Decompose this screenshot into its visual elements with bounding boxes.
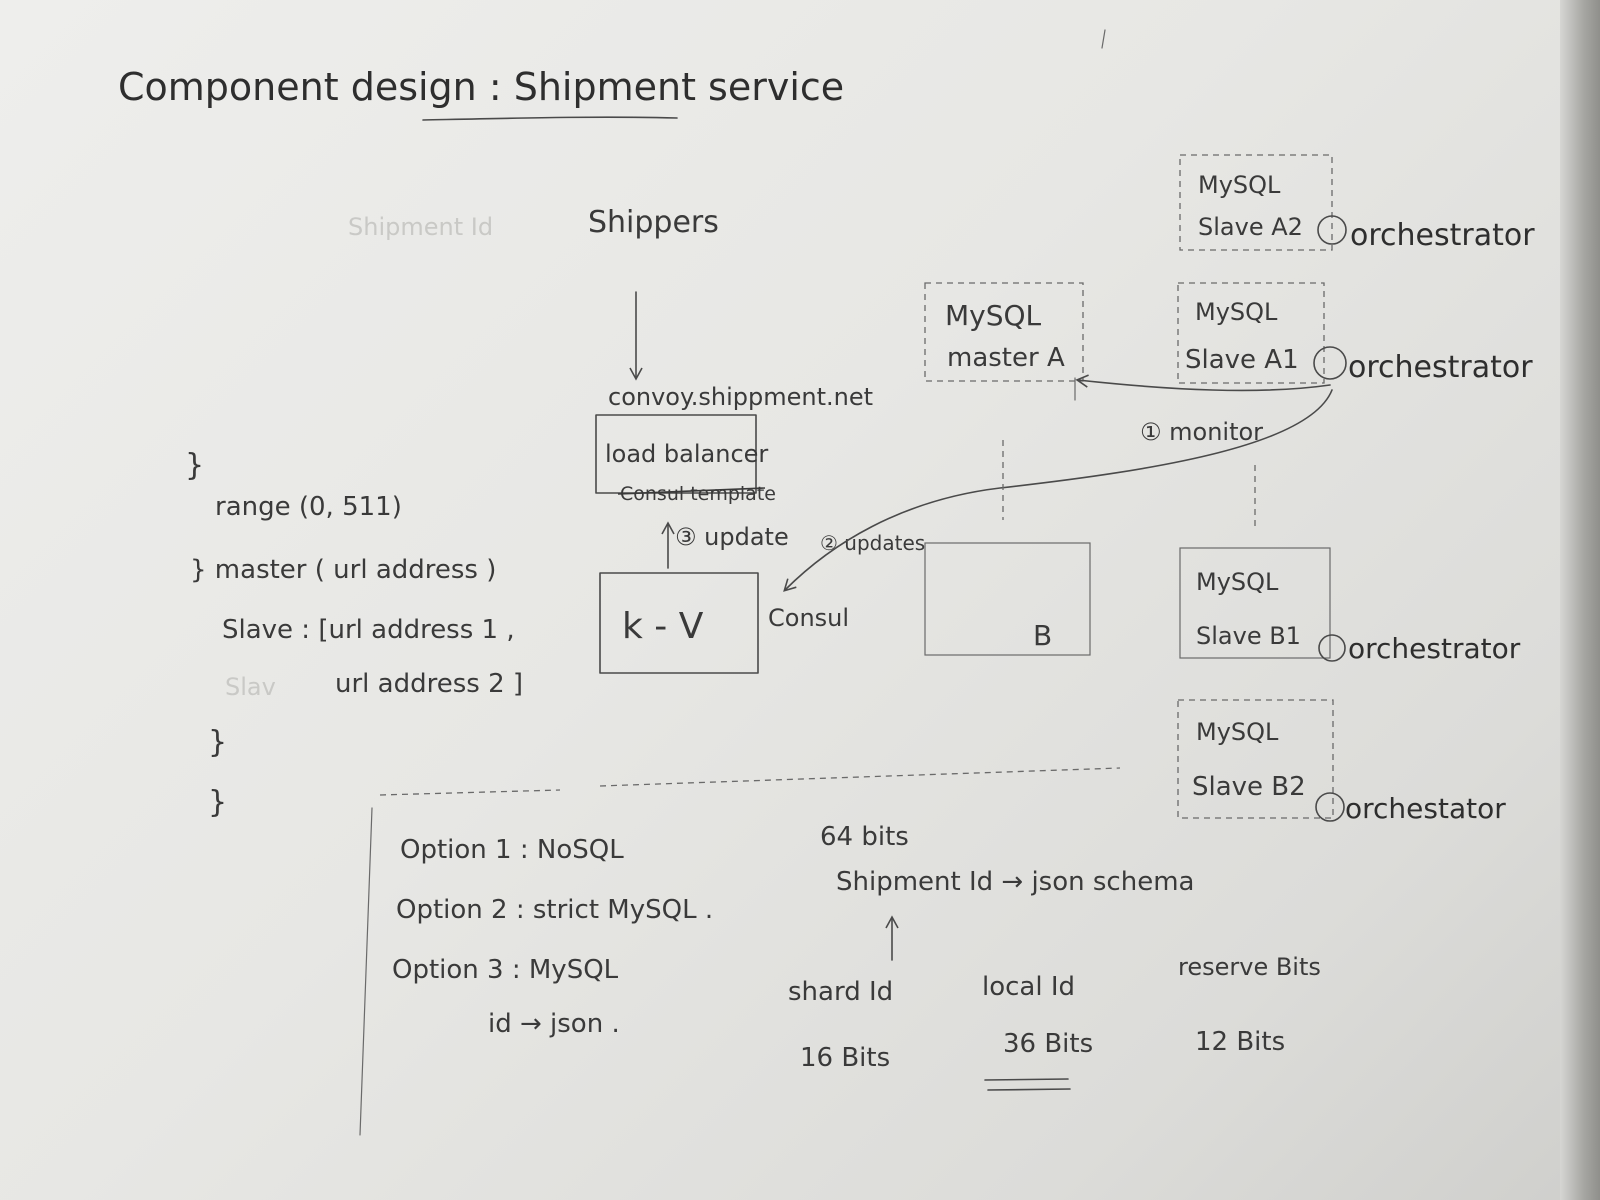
mysql-master-a-line2: master A (947, 343, 1065, 373)
option-1: Option 1 : NoSQL (400, 835, 624, 865)
kv-store-box (599, 572, 759, 674)
orchestrator-a1-icon (1313, 346, 1347, 380)
diagram-title: Component design : Shipment service (118, 65, 844, 109)
mysql-slave-b2-line1: MySQL (1196, 718, 1279, 746)
mysql-slave-a1-line1: MySQL (1195, 298, 1278, 326)
local-id-underline-2 (987, 1088, 1071, 1091)
monitor-arrow (1075, 374, 1331, 392)
orchestrator-a2-label: orchestrator (1350, 218, 1535, 253)
mysql-slave-a2-line2: Slave A2 (1198, 213, 1303, 241)
mysql-slave-b1-box (1179, 547, 1331, 659)
options-margin-line (359, 807, 373, 1136)
update-step-label: ③ update (675, 523, 789, 551)
shard-id-field: shard Id (788, 977, 893, 1007)
paper-edge (1560, 0, 1600, 1200)
orchestrator-a2-icon (1317, 215, 1347, 245)
erased-text-slave: Slav (225, 673, 276, 701)
id-mapping: Shipment Id → json schema (836, 867, 1194, 897)
pen-mark (1101, 29, 1106, 49)
load-balancer-box (595, 414, 757, 494)
shard-id-bits: 16 Bits (800, 1043, 890, 1073)
config-range: range (0, 511) (215, 492, 402, 522)
shard-b-label: B (1033, 619, 1052, 652)
config-slave-1: Slave : [url address 1 , (222, 615, 515, 645)
load-balancer-label: load balancer (605, 440, 768, 468)
mysql-slave-a2-line1: MySQL (1198, 171, 1281, 199)
config-slave-2: url address 2 ] (335, 669, 523, 699)
orchestrator-a1-label: orchestrator (1348, 350, 1533, 385)
orchestrator-b1-icon (1318, 634, 1346, 662)
config-master: } master ( url address ) (190, 555, 496, 585)
mysql-slave-b1-line1: MySQL (1196, 568, 1279, 596)
title-underline (422, 116, 678, 121)
mysql-slave-a1-line2: Slave A1 (1185, 345, 1299, 375)
reserve-bits-field: reserve Bits (1178, 953, 1321, 981)
erased-text: Shipment Id (348, 213, 493, 241)
section-separator (379, 767, 1121, 796)
shard-b-box (924, 542, 1091, 656)
mysql-slave-b1-line2: Slave B1 (1196, 622, 1301, 650)
domain-label: convoy.shippment.net (608, 383, 873, 411)
id-total-bits: 64 bits (820, 822, 909, 852)
monitor-step-label: ① monitor (1140, 418, 1263, 446)
mysql-slave-b2-line2: Slave B2 (1192, 772, 1306, 802)
local-id-underline-1 (984, 1078, 1069, 1081)
option-3-detail: id → json . (488, 1009, 620, 1039)
local-id-bits: 36 Bits (1003, 1029, 1093, 1059)
kv-label: k - V (622, 606, 704, 647)
config-open-brace: } (185, 448, 204, 483)
config-close-brace-2: } (208, 785, 227, 820)
mysql-master-a-line1: MySQL (945, 299, 1042, 332)
option-2: Option 2 : strict MySQL . (396, 895, 713, 925)
reserve-bits-bits: 12 Bits (1195, 1027, 1285, 1057)
mysql-slave-b2-box (1177, 699, 1334, 819)
mysql-slave-a1-box (1177, 282, 1325, 384)
consul-template-label: Consul template (620, 483, 776, 505)
mysql-master-a-box (924, 282, 1084, 382)
orchestrator-b2-icon (1315, 792, 1345, 822)
config-close-brace-1: } (208, 725, 227, 760)
option-3: Option 3 : MySQL (392, 955, 619, 985)
orchestrator-b1-label: orchestrator (1348, 632, 1521, 665)
consul-label: Consul (768, 604, 849, 632)
consul-template-strike (617, 487, 766, 495)
shippers-label: Shippers (588, 205, 719, 240)
local-id-field: local Id (982, 972, 1075, 1002)
updates-step-label: ② updates (820, 531, 925, 555)
mysql-slave-a2-box (1179, 154, 1333, 251)
orchestrator-b2-label: orchestator (1345, 792, 1506, 825)
updates-curve-arrow (783, 389, 1333, 592)
